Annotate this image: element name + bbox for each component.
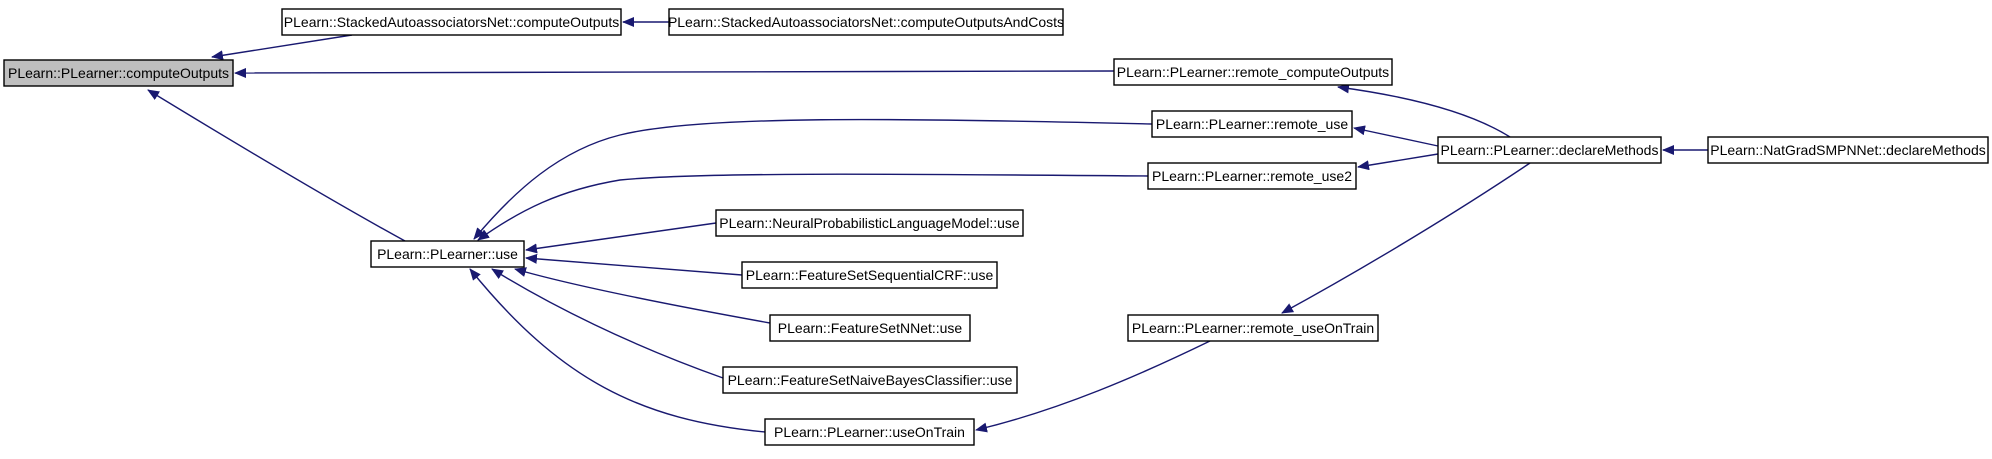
edge-arrow bbox=[975, 340, 1211, 433]
node-use_on_train[interactable]: PLearn::PLearner::useOnTrain bbox=[764, 418, 975, 446]
node-box bbox=[1707, 136, 1989, 164]
edge-layer bbox=[147, 17, 1708, 433]
node-label: PLearn::StackedAutoassociatorsNet::compu… bbox=[284, 14, 619, 30]
edge-arrow bbox=[1337, 83, 1511, 138]
edge-arrow bbox=[1281, 162, 1531, 314]
edge-remote_compute_outputs-to-compute_outputs bbox=[234, 67, 1115, 78]
node-box bbox=[722, 366, 1018, 394]
node-label: PLearn::PLearner::remote_use bbox=[1156, 116, 1348, 132]
node-label: PLearn::StackedAutoassociatorsNet::compu… bbox=[668, 14, 1064, 30]
node-declare_methods[interactable]: PLearn::PLearner::declareMethods bbox=[1437, 136, 1662, 164]
node-fs_nnet_use[interactable]: PLearn::FeatureSetNNet::use bbox=[769, 314, 971, 342]
edge-fs_sequential_crf_use-to-use bbox=[525, 253, 743, 276]
node-fs_sequential_crf_use[interactable]: PLearn::FeatureSetSequentialCRF::use bbox=[741, 261, 998, 289]
edge-arrow bbox=[147, 89, 406, 242]
edge-remote_use_on_train-to-use_on_train bbox=[975, 340, 1211, 433]
edge-fs_nnet_use-to-use bbox=[514, 267, 771, 324]
edge-arrow bbox=[477, 173, 1149, 241]
node-box bbox=[370, 240, 525, 268]
node-box bbox=[1437, 136, 1662, 164]
edge-arrow bbox=[469, 268, 766, 433]
edge-declare_methods-to-remote_compute_outputs bbox=[1337, 83, 1511, 138]
node-label: PLearn::PLearner::useOnTrain bbox=[774, 424, 965, 440]
node-neural_prob_use[interactable]: PLearn::NeuralProbabilisticLanguageModel… bbox=[715, 209, 1024, 237]
edge-arrow bbox=[491, 268, 724, 379]
edge-arrow bbox=[1353, 125, 1439, 147]
edge-arrow bbox=[1357, 153, 1439, 171]
node-remote_compute_outputs[interactable]: PLearn::PLearner::remote_computeOutputs bbox=[1113, 58, 1393, 86]
node-label: PLearn::NeuralProbabilisticLanguageModel… bbox=[719, 215, 1020, 231]
node-remote_use_on_train[interactable]: PLearn::PLearner::remote_useOnTrain bbox=[1127, 314, 1379, 342]
node-box bbox=[668, 8, 1064, 36]
edge-use-to-compute_outputs bbox=[147, 89, 406, 242]
node-box bbox=[1151, 110, 1353, 138]
edge-arrow bbox=[525, 222, 717, 254]
node-stacked_compute_outputs[interactable]: PLearn::StackedAutoassociatorsNet::compu… bbox=[281, 8, 622, 36]
node-natgrad_declare_methods[interactable]: PLearn::NatGradSMPNNet::declareMethods bbox=[1707, 136, 1989, 164]
edge-arrow bbox=[234, 67, 1115, 78]
node-box bbox=[741, 261, 998, 289]
node-label: PLearn::PLearner::remote_use2 bbox=[1152, 168, 1352, 184]
edge-stacked_compute_outputs-to-compute_outputs bbox=[211, 34, 353, 61]
node-label: PLearn::PLearner::computeOutputs bbox=[8, 65, 229, 81]
node-box bbox=[3, 59, 234, 87]
node-box bbox=[715, 209, 1024, 237]
node-label: PLearn::PLearner::use bbox=[377, 246, 518, 262]
edge-remote_use2-to-use bbox=[477, 173, 1149, 241]
edge-arrow bbox=[211, 34, 353, 61]
edge-use_on_train-to-use bbox=[469, 268, 766, 433]
node-use[interactable]: PLearn::PLearner::use bbox=[370, 240, 525, 268]
node-label: PLearn::PLearner::remote_useOnTrain bbox=[1132, 320, 1374, 336]
node-label: PLearn::NatGradSMPNNet::declareMethods bbox=[1710, 142, 1985, 158]
node-box bbox=[769, 314, 971, 342]
node-box bbox=[764, 418, 975, 446]
node-remote_use2[interactable]: PLearn::PLearner::remote_use2 bbox=[1147, 162, 1357, 190]
node-compute_outputs[interactable]: PLearn::PLearner::computeOutputs bbox=[3, 59, 234, 87]
edge-declare_methods-to-remote_use bbox=[1353, 125, 1439, 147]
edge-arrow bbox=[514, 267, 771, 324]
edge-remote_use-to-use bbox=[473, 118, 1153, 240]
node-label: PLearn::FeatureSetSequentialCRF::use bbox=[746, 267, 994, 283]
node-fs_naive_bayes_use[interactable]: PLearn::FeatureSetNaiveBayesClassifier::… bbox=[722, 366, 1018, 394]
node-remote_use[interactable]: PLearn::PLearner::remote_use bbox=[1151, 110, 1353, 138]
node-label: PLearn::PLearner::remote_computeOutputs bbox=[1117, 64, 1389, 80]
node-stacked_compute_outputs_costs[interactable]: PLearn::StackedAutoassociatorsNet::compu… bbox=[668, 8, 1064, 36]
edge-fs_naive_bayes_use-to-use bbox=[491, 268, 724, 379]
node-box bbox=[281, 8, 622, 36]
node-box bbox=[1113, 58, 1393, 86]
node-layer: PLearn::PLearner::computeOutputsPLearn::… bbox=[3, 8, 1989, 446]
edge-neural_prob_use-to-use bbox=[525, 222, 717, 254]
node-box bbox=[1127, 314, 1379, 342]
node-label: PLearn::FeatureSetNNet::use bbox=[778, 320, 963, 336]
edge-arrow bbox=[473, 118, 1153, 240]
edge-declare_methods-to-remote_use_on_train bbox=[1281, 162, 1531, 314]
node-label: PLearn::FeatureSetNaiveBayesClassifier::… bbox=[728, 372, 1013, 388]
edge-declare_methods-to-remote_use2 bbox=[1357, 153, 1439, 171]
edge-arrow bbox=[525, 253, 743, 276]
node-label: PLearn::PLearner::declareMethods bbox=[1441, 142, 1659, 158]
node-box bbox=[1147, 162, 1357, 190]
